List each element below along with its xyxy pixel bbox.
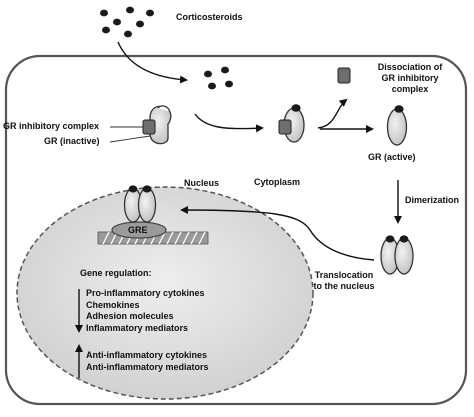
label-dimerization: Dimerization — [405, 195, 460, 205]
downregulated-item: Pro-inflammatory cytokines — [86, 288, 205, 298]
downregulated-item: Adhesion molecules — [86, 311, 174, 321]
label-translocation-line2: to the nucleus — [313, 281, 375, 291]
gr-inactive-protein — [142, 105, 172, 145]
label-gr-active: GR (active) — [368, 152, 416, 162]
leader-inactive — [109, 135, 151, 143]
label-dissociation-line1: Dissociation of — [377, 62, 443, 72]
label-translocation-line1: Translocation — [314, 270, 374, 280]
label-translocation: Translocation to the nucleus — [292, 270, 396, 292]
downregulated-item: Inflammatory mediators — [86, 322, 189, 333]
nucleus — [16, 186, 314, 400]
downregulated-item: Chemokines — [86, 299, 140, 310]
label-gr-inactive: GR (inactive) — [44, 136, 100, 146]
label-gre: GRE — [128, 225, 148, 235]
label-dissociation-line3: complex — [391, 84, 429, 94]
label-dissociation-line2: GR inhibitory — [381, 73, 439, 83]
label-gene-regulation: Gene regulation: — [80, 268, 152, 278]
label-corticosteroids: Corticosteroids — [176, 12, 243, 22]
corticosteroid-dots-inside — [204, 66, 233, 90]
gr-bound-complex — [278, 104, 305, 143]
upregulated-item: Anti-inflammatory cytokines — [86, 350, 208, 360]
entry-arrow — [117, 41, 188, 84]
label-cytoplasm: Cytoplasm — [254, 177, 301, 187]
binding-arrow — [194, 113, 264, 133]
upregulated-list: Anti-inflammatory cytokines Anti-inflamm… — [86, 350, 209, 373]
gr-inhibitory-block — [142, 119, 156, 135]
label-gr-inhibitory-complex: GR inhibitory complex — [3, 121, 100, 131]
label-nucleus: Nucleus — [184, 178, 220, 188]
dissociation-arrow — [317, 98, 348, 129]
downregulated-list: Pro-inflammatory cytokines Chemokines Ad… — [86, 288, 205, 334]
gr-dimer-on-gre — [111, 185, 167, 239]
gr-dimer — [380, 235, 414, 275]
released-inhibitor — [337, 67, 351, 84]
label-dissociation: Dissociation of GR inhibitory complex — [348, 62, 472, 95]
translocation-arrow — [180, 206, 375, 261]
upregulated-item: Anti-inflammatory mediators — [86, 361, 209, 372]
gr-active-protein — [386, 105, 408, 146]
corticosteroid-dots-outside — [100, 6, 154, 38]
